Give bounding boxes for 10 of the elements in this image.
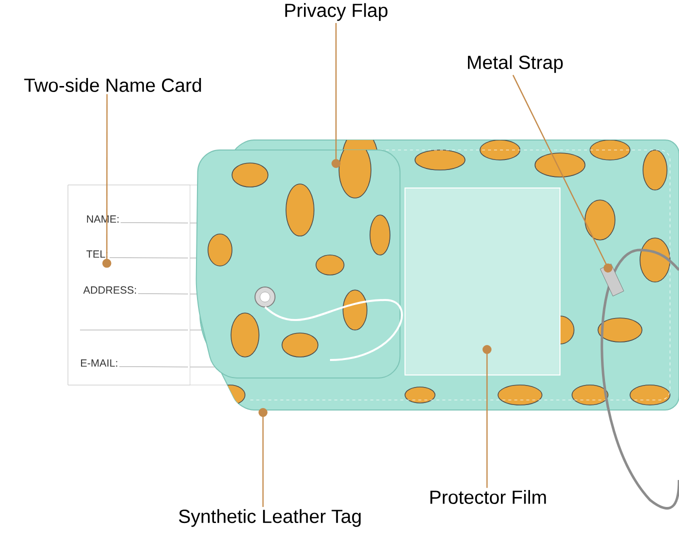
callout-label: Two-side Name Card (24, 78, 201, 92)
callout-label: Protector Film (430, 490, 546, 504)
leader-line (482, 345, 492, 488)
leader-line (332, 23, 340, 168)
callout-label: Synthetic Leather Tag (178, 509, 361, 527)
leader-line (512, 74, 613, 272)
leader-line (258, 408, 268, 507)
leader-line (102, 94, 112, 268)
callout-label: Metal Strap (468, 55, 563, 73)
callout-label: Privacy Flap (285, 3, 388, 21)
